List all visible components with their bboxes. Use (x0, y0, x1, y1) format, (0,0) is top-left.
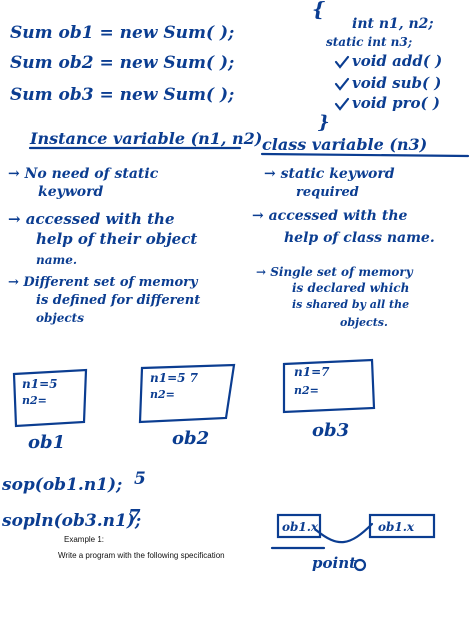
instance-point-1-line-1: → No need of static (8, 166, 159, 182)
instance-point-3-line-1: → Different set of memory (8, 275, 199, 290)
class-static-decl: static int n3; (326, 35, 412, 49)
class-point-2-line-1: → accessed with the (252, 208, 408, 224)
example-text: Write a program with the following speci… (58, 551, 225, 560)
instance-point-3-line-3: objects (36, 311, 84, 325)
class-point-1-line-2: required (296, 185, 359, 200)
ob3-box (282, 358, 376, 414)
pointer-label: point (312, 554, 356, 572)
class-field-decl: int n1, n2; (352, 16, 434, 32)
ob1-field-n2: n2= (22, 394, 47, 407)
ob3-field-n1: n1=7 (294, 365, 330, 379)
class-brace-close: } (318, 112, 330, 133)
class-point-3-line-3: is shared by all the (292, 298, 409, 311)
print-output-1: 5 (134, 469, 146, 489)
pointer-box (276, 513, 322, 539)
code-line-1: Sum ob1 = new Sum( ); (10, 23, 234, 43)
method-add: void add( ) (352, 52, 442, 70)
check-icon-pro (334, 97, 350, 111)
instance-point-2-line-2: help of their object (36, 230, 197, 248)
print-output-2: 7 (128, 506, 141, 527)
class-point-3-line-4: objects. (340, 316, 388, 329)
ob2-field-n2: n2= (150, 388, 175, 401)
print-statement-2: sopln(ob3.n1); (1, 511, 141, 531)
ob2-box (138, 363, 236, 424)
ob3-field-n2: n2= (294, 384, 319, 397)
ob3-label: ob3 (312, 420, 349, 441)
example-title: Example 1: (64, 535, 105, 544)
ob2-label: ob2 (172, 428, 209, 449)
ob1-box (12, 368, 88, 428)
class-point-3-line-1: → Single set of memory (256, 265, 414, 279)
class-heading-underline (260, 152, 470, 158)
code-line-2: Sum ob2 = new Sum( ); (10, 53, 234, 73)
instance-point-2-line-1: → accessed with the (8, 210, 175, 228)
pointer-arrow (314, 522, 374, 544)
print-statement-1: sop(ob1.n1); (1, 475, 122, 495)
class-point-3-line-2: is declared which (292, 281, 409, 295)
method-pro: void pro( ) (352, 94, 440, 112)
class-brace-open: { (312, 0, 325, 21)
instance-point-1-line-2: keyword (38, 184, 104, 200)
check-icon-add (334, 55, 350, 69)
ob1-field-n1: n1=5 (22, 377, 57, 391)
ob1-label: ob1 (28, 432, 65, 453)
method-sub: void sub( ) (352, 74, 441, 92)
instance-point-3-line-2: is defined for different (36, 293, 200, 308)
ob2-field-n1: n1=5 7 (150, 371, 199, 385)
class-heading: class variable (n3) (262, 135, 427, 154)
check-icon-sub (334, 77, 350, 91)
pointer-target-text: ob1.x (378, 520, 415, 534)
instance-point-2-line-3: name. (36, 253, 77, 267)
instance-heading: Instance variable (n1, n2) (29, 129, 262, 148)
class-point-2-line-2: help of class name. (284, 230, 435, 246)
class-point-1-line-1: → static keyword (264, 166, 395, 182)
pointer-box-text: ob1.x (282, 520, 319, 534)
code-line-3: Sum ob3 = new Sum( ); (10, 85, 234, 105)
pointer-circle (353, 558, 367, 572)
